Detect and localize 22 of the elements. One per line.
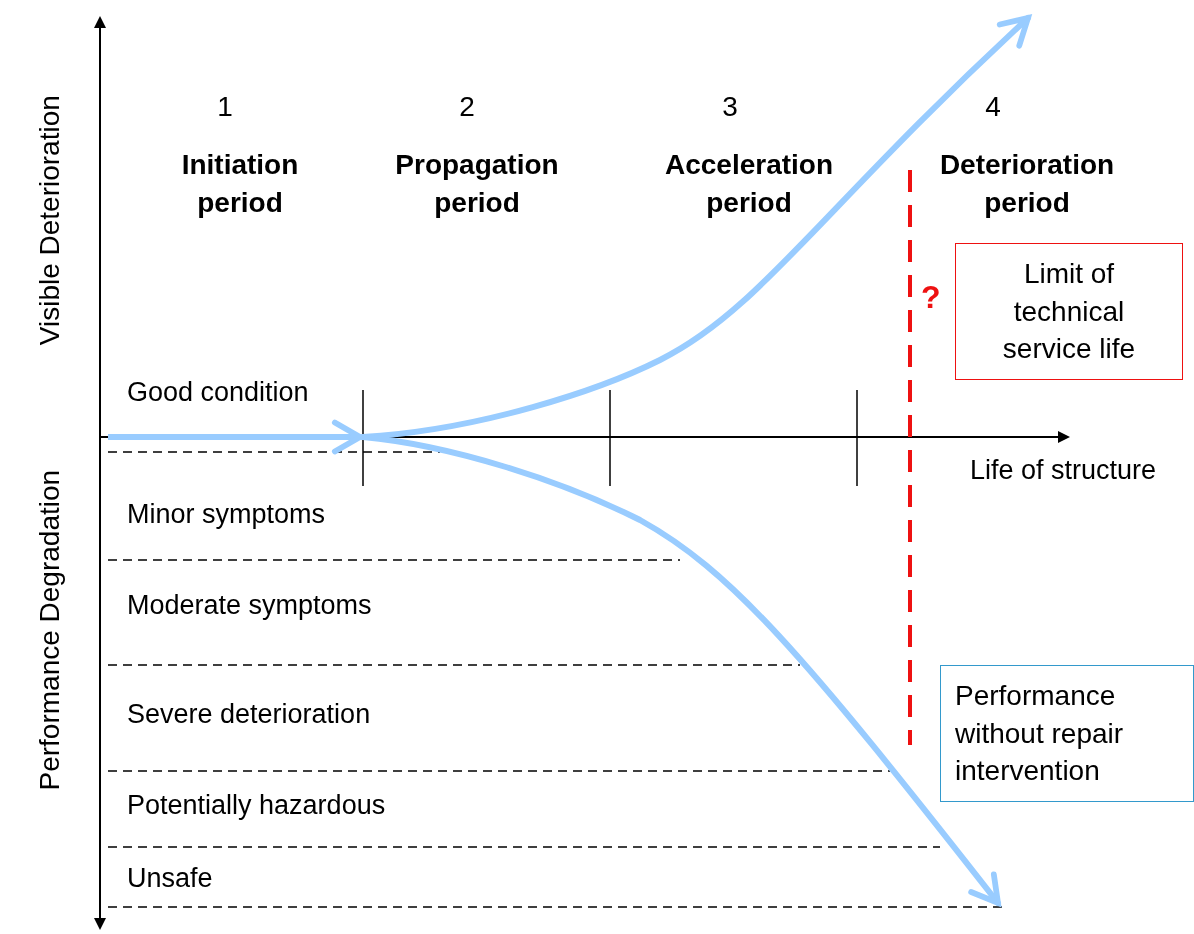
note-text: Limit of technical service life bbox=[1001, 256, 1137, 367]
period-label: Acceleration period bbox=[663, 148, 835, 220]
condition-label: Unsafe bbox=[127, 862, 214, 895]
condition-label: Moderate symptoms bbox=[127, 589, 373, 622]
axis-label: Performance Degradation bbox=[32, 468, 66, 793]
question-mark: ? bbox=[921, 278, 942, 317]
period-number: 3 bbox=[721, 90, 739, 124]
period-label: Initiation period bbox=[180, 148, 300, 220]
axis-label: Visible Deterioration bbox=[32, 94, 66, 348]
condition-label: Minor symptoms bbox=[127, 498, 327, 531]
period-number: 1 bbox=[216, 90, 234, 124]
period-number: 4 bbox=[984, 90, 1002, 124]
condition-label: Potentially hazardous bbox=[127, 789, 387, 822]
note-box bbox=[940, 665, 1194, 802]
period-label: Deterioration period bbox=[938, 148, 1116, 220]
note-box bbox=[955, 243, 1183, 380]
condition-label: Good condition bbox=[127, 376, 310, 409]
period-number: 2 bbox=[458, 90, 476, 124]
condition-label: Severe deterioration bbox=[127, 698, 372, 731]
axis-label: Life of structure bbox=[970, 454, 1158, 487]
period-label: Propagation period bbox=[394, 148, 560, 220]
note-text: Performance without repair intervention bbox=[955, 678, 1125, 789]
